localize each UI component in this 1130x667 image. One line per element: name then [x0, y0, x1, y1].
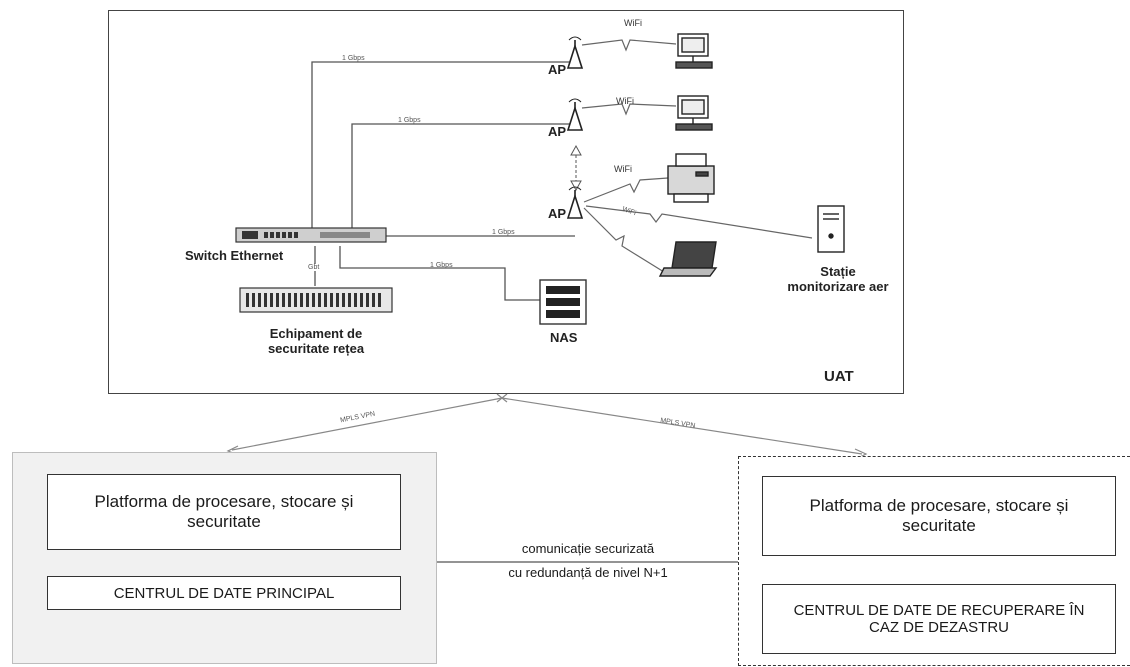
main-platform-label: Platforma de procesare, stocare și secur…: [94, 492, 354, 531]
wifi-label: WiFi: [624, 18, 642, 28]
desktop-pc-icon: [675, 95, 713, 131]
link-label-security: Gbt: [308, 264, 320, 271]
link-label-ap3: 1 Gbps: [492, 229, 515, 236]
link-switch-ap1: [311, 61, 570, 232]
firewall-appliance-icon: [239, 287, 393, 313]
wifi-link-station: [585, 205, 813, 239]
uat-label: UAT: [824, 368, 854, 385]
ap-icon: [566, 36, 584, 69]
main-datacenter-title-box: CENTRUL DE DATE PRINCIPAL: [47, 576, 401, 610]
link-junction-icon: [496, 393, 508, 403]
wifi-label: WiFi: [616, 96, 634, 106]
secure-link-note: comunicație securizată cu redundanță de …: [508, 541, 668, 580]
ap-label: AP: [548, 62, 567, 77]
main-platform-box: Platforma de procesare, stocare și secur…: [47, 474, 401, 550]
wifi-link-pc2: [581, 103, 677, 116]
ethernet-switch-icon: [235, 227, 387, 243]
ap-icon: [566, 98, 584, 131]
security-equipment-label: Echipament de securitate rețea: [267, 326, 365, 356]
printer-icon: [667, 153, 715, 203]
nas-storage-icon: [539, 279, 587, 325]
mpls-link-dr: [501, 397, 863, 455]
ap-label: AP: [548, 124, 567, 139]
desktop-pc-icon: [675, 33, 713, 69]
laptop-icon: [658, 241, 718, 277]
mpls-link-main: [231, 397, 503, 451]
dr-datacenter-title-box: CENTRUL DE DATE DE RECUPERARE ÎN CAZ DE …: [762, 584, 1116, 654]
link-label-ap1: 1 Gbps: [342, 55, 365, 62]
wifi-link-printer: [583, 177, 669, 203]
server-tower-icon: [817, 205, 845, 253]
dr-platform-label: Platforma de procesare, stocare și secur…: [809, 496, 1069, 535]
uat-frame: [108, 10, 904, 394]
link-label-nas: 1 Gbps: [430, 262, 453, 269]
wifi-link-laptop: [583, 207, 665, 273]
ap-mesh-link: [570, 144, 582, 192]
air-station-label: Stație monitorizare aer: [787, 264, 889, 294]
link-label-ap2: 1 Gbps: [398, 117, 421, 124]
dr-datacenter-title: CENTRUL DE DATE DE RECUPERARE ÎN CAZ DE …: [793, 602, 1085, 636]
link-switch-ap2: [351, 123, 570, 232]
nas-label: NAS: [550, 330, 578, 345]
dr-platform-box: Platforma de procesare, stocare și secur…: [762, 476, 1116, 556]
link-switch-nas: [339, 246, 540, 301]
wifi-link-pc1: [581, 39, 677, 52]
wifi-label: WiFi: [614, 164, 632, 174]
switch-label: Switch Ethernet: [185, 248, 284, 263]
main-datacenter-title: CENTRUL DE DATE PRINCIPAL: [113, 584, 335, 602]
ap-label: AP: [548, 206, 567, 221]
ap-icon: [566, 186, 584, 219]
